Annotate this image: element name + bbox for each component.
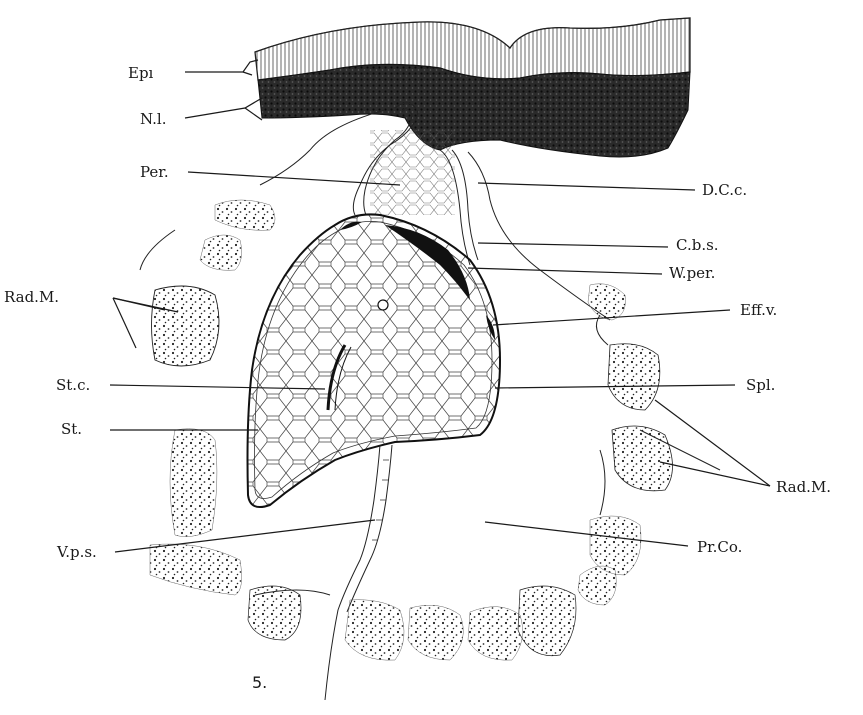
label-radm-right: Rad.M. — [776, 478, 831, 496]
figure-number: 5. — [252, 673, 267, 692]
epidermis — [255, 18, 690, 80]
label-epi: Epı — [128, 64, 154, 82]
nerve-layer — [258, 64, 690, 157]
label-prco: Pr.Co. — [697, 538, 742, 556]
label-per: Per. — [140, 163, 169, 181]
label-wper: W.per. — [669, 264, 715, 282]
label-cbs: C.b.s. — [676, 236, 719, 254]
label-stc: St.c. — [56, 376, 90, 394]
label-dcc: D.C.c. — [702, 181, 747, 199]
ventral-peritoneal-strand — [325, 445, 392, 700]
stomach — [248, 214, 501, 507]
label-effv: Eff.v. — [740, 301, 777, 319]
label-radm-left: Rad.M. — [4, 288, 59, 306]
label-nl: N.l. — [140, 110, 167, 128]
label-spl: Spl. — [746, 376, 775, 394]
label-st: St. — [61, 420, 82, 438]
label-vps: V.p.s. — [56, 543, 97, 561]
